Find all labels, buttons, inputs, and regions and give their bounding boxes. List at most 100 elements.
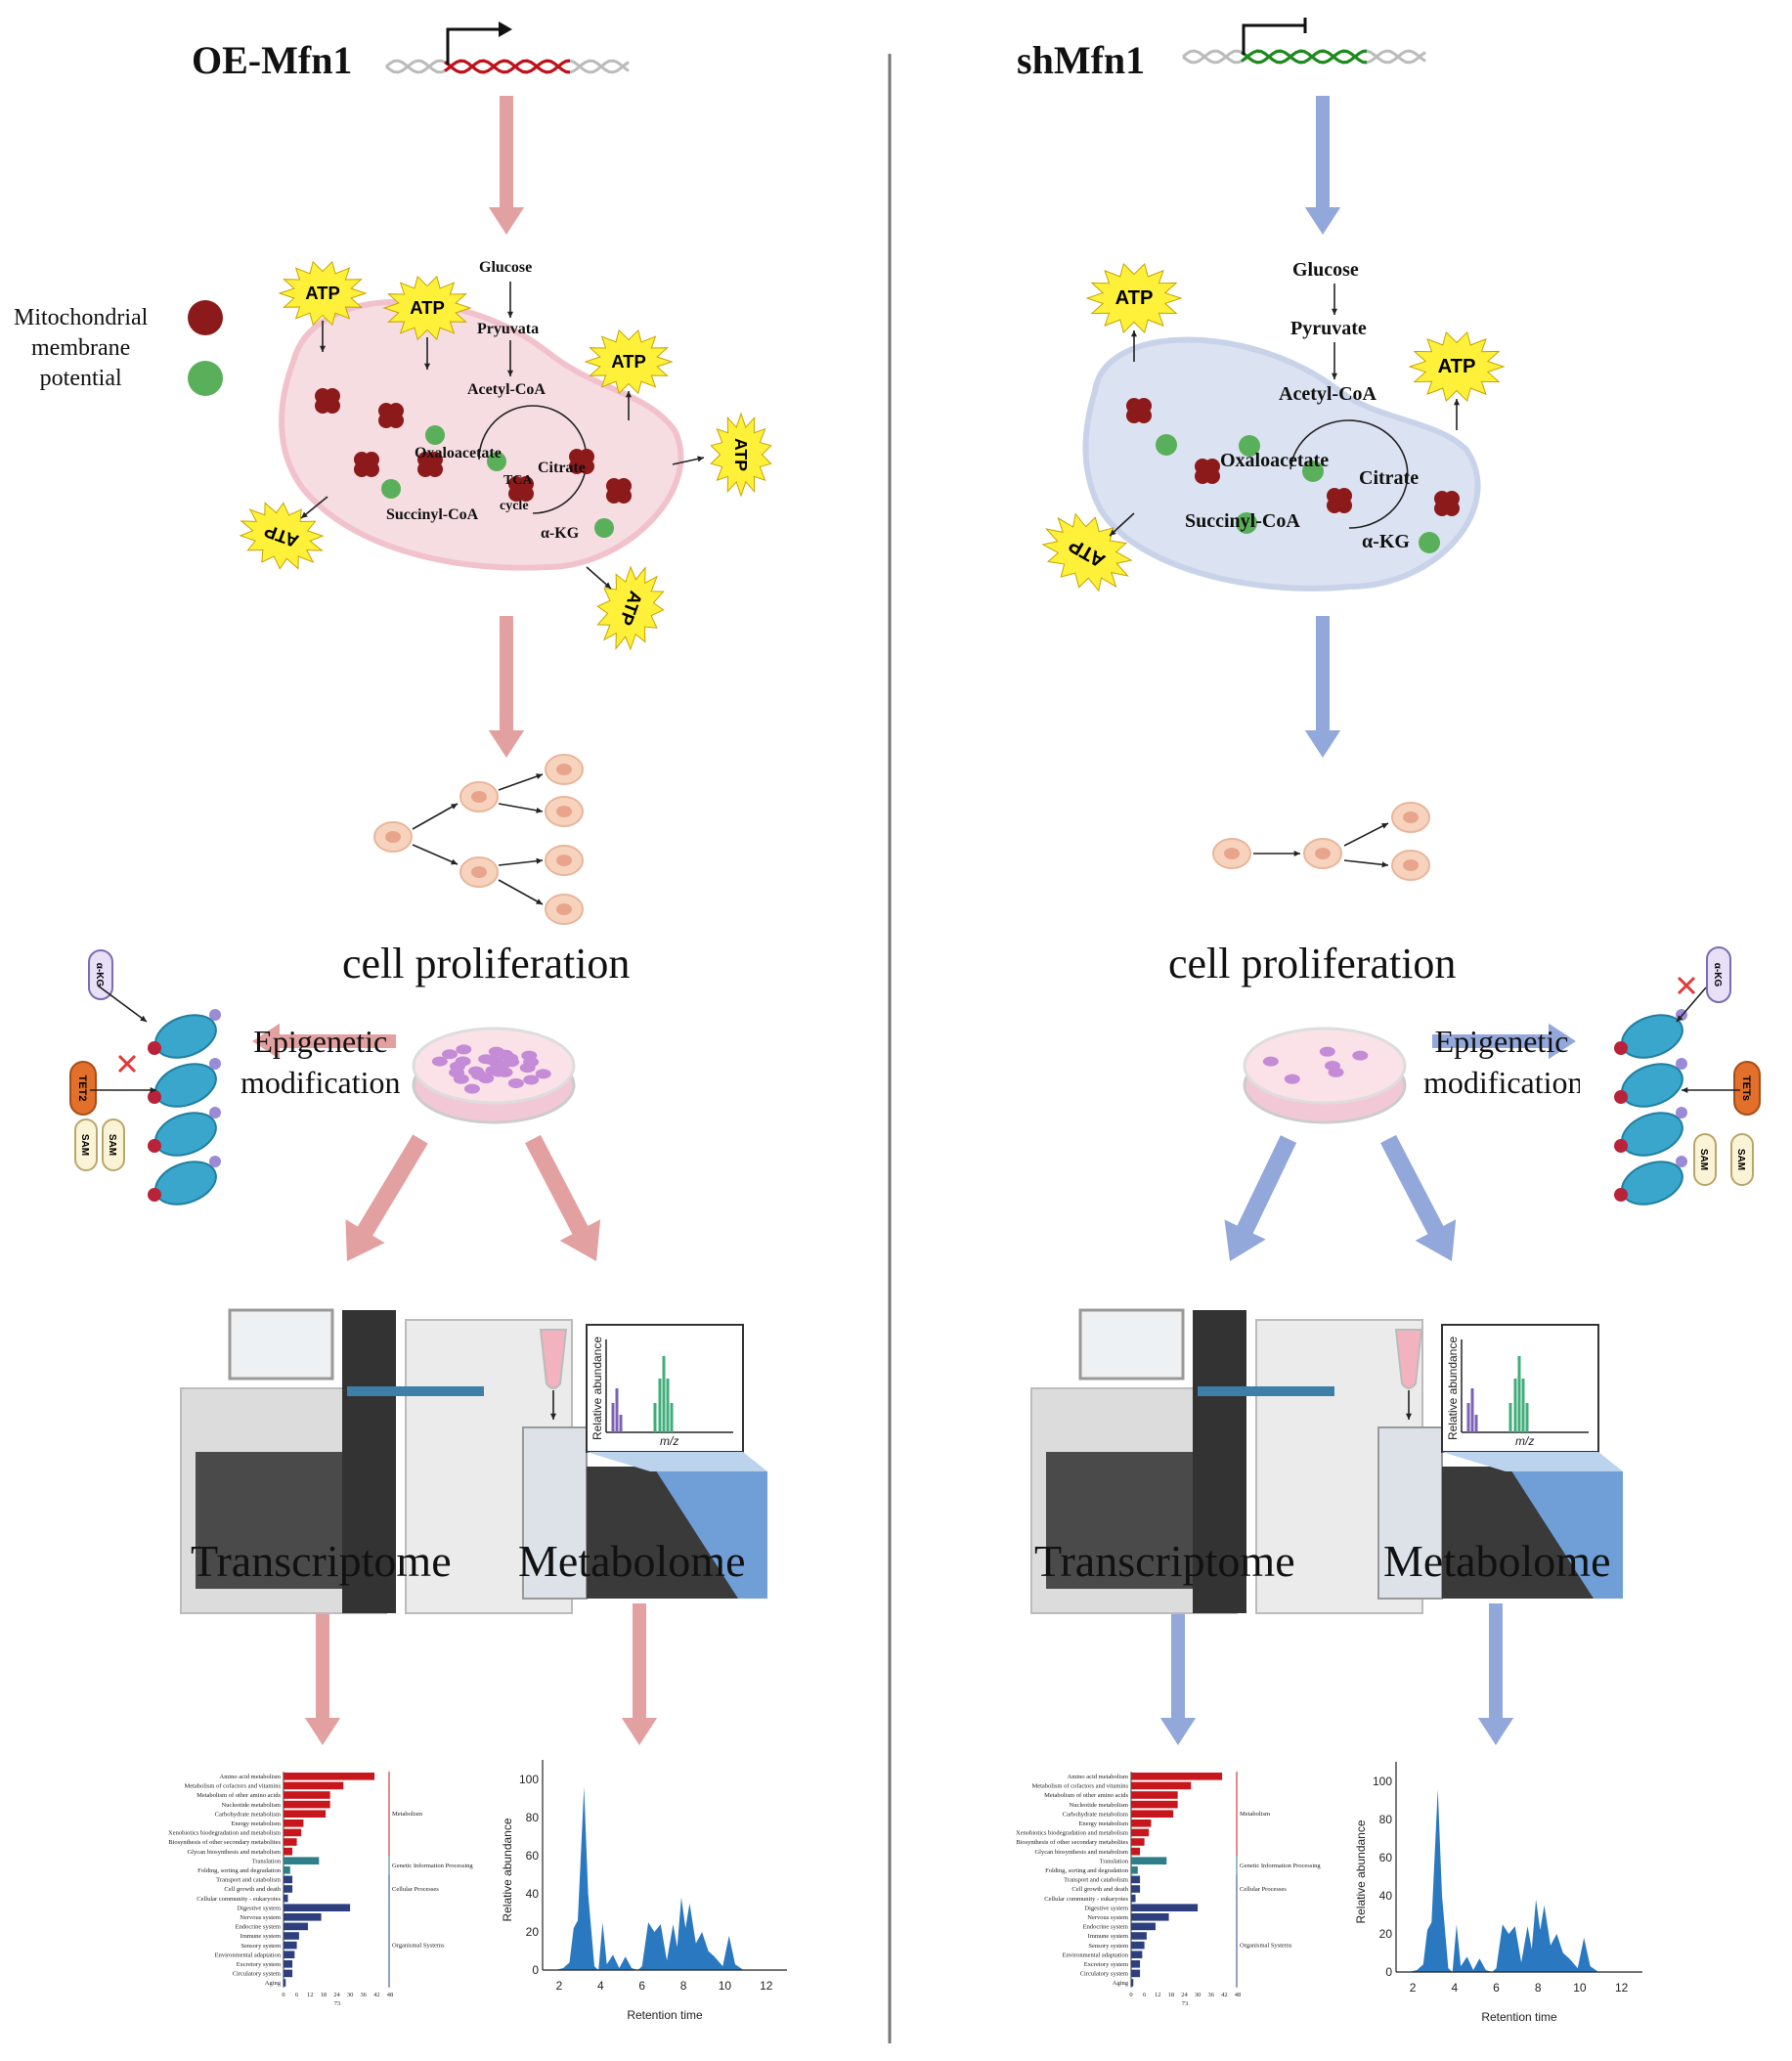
left-tet-enzyme-label: TET2 [76, 1075, 88, 1102]
right-glc-arrow-head [1331, 308, 1338, 315]
right-bar-chart-bar-3 [1131, 1800, 1178, 1809]
right-bar-chart-bar-6 [1131, 1828, 1150, 1837]
right-bar-chart-bar-8 [1131, 1847, 1141, 1856]
left-lcms-hplc [522, 1426, 588, 1600]
left-transcriptome-label: Transcriptome [191, 1536, 452, 1586]
right-bar-chart-cat-15: Nervous system [1087, 1914, 1128, 1921]
right-epi-line1: Epigenetic [1434, 1024, 1569, 1059]
left-red-cluster-4 [569, 449, 594, 474]
left-area-chart-xlabel: Retention time [627, 2008, 703, 2022]
left-atp-arrow-3-head [697, 456, 704, 462]
left-bar-chart-xtick-0: 0 [282, 1992, 284, 1998]
right-bar-chart-bar-21 [1131, 1969, 1141, 1978]
right-chromatin-mark [1676, 1107, 1687, 1118]
left-bar-chart-bar-9 [284, 1857, 320, 1864]
right-bar-chart-bar-16 [1131, 1922, 1156, 1931]
left-red-cluster-6 [508, 476, 534, 502]
left-atp-arrow-2-head [625, 391, 633, 398]
right-bar-chart-xtick-1: 6 [1143, 1992, 1147, 1998]
right-sequencer-front [1046, 1452, 1212, 1589]
right-sequencer-rail [1198, 1386, 1334, 1396]
left-succinyl-label: Succinyl-CoA [386, 506, 479, 523]
left-bar-chart-bar-12 [284, 1885, 293, 1893]
left-acetyl-label: Acetyl-CoA [467, 381, 546, 398]
left-petri-dish-colony [455, 1056, 471, 1067]
right-area-chart-xtick-5: 12 [1615, 1981, 1629, 1995]
left-arrow-2 [488, 616, 525, 758]
left-bar-chart-cat-18: Sensory system [240, 1943, 281, 1950]
legend-line1: Mitochondrial [14, 305, 149, 330]
left-sam-pill-1-label: SAM [79, 1134, 90, 1156]
left-bar-chart-bar-8 [284, 1847, 293, 1856]
right-atp-1-label: ATP [1438, 356, 1476, 377]
left-atp-1: ATP [382, 275, 472, 341]
left-bar-chart-group-3: Organismal Systems [392, 1943, 445, 1950]
right-bar-chart-cat-10: Folding, sorting and degradation [1045, 1867, 1129, 1874]
left-petri-dish-colony [535, 1069, 551, 1079]
right-petri-dish [1243, 1027, 1407, 1124]
right-area-chart-ytick-1: 20 [1379, 1927, 1393, 1941]
right-bar-chart-cat-18: Sensory system [1088, 1943, 1128, 1950]
left-atp-3-burst [710, 412, 772, 498]
left-pyruvate-label: Pryuvata [477, 321, 540, 337]
left-akg-label: α-KG [541, 525, 580, 542]
left-chromatin-mark [209, 1009, 221, 1021]
right-bar-chart-bar-13 [1131, 1894, 1136, 1903]
left-arrow-trans [345, 1134, 428, 1261]
left-bar-chart-xtick-5: 30 [347, 1992, 354, 1998]
left-bar-chart-cat-14: Digestive system [237, 1905, 281, 1911]
left-bar-chart-bar-13 [284, 1894, 288, 1903]
left-epigenetic-label: Epigenetic modification [240, 1022, 401, 1103]
left-bar-chart-bar-6 [284, 1828, 302, 1837]
left-cell-3-nucleus [556, 764, 572, 775]
left-chromatin-methyl [148, 1139, 161, 1153]
left-green-dot-0 [425, 425, 445, 445]
right-lcms-ms-accent [1506, 1462, 1623, 1599]
left-red-cluster-5 [606, 478, 632, 504]
right-lcms-ylabel: Relative abundance [1446, 1337, 1460, 1440]
right-bar-chart-bar-19 [1131, 1951, 1143, 1958]
left-pyr-arrow-head [506, 370, 514, 376]
right-sam-pill-1: SAM [1693, 1133, 1717, 1186]
right-bar-chart-group-3: Organismal Systems [1240, 1943, 1292, 1950]
left-div-2 [498, 773, 544, 791]
right-epi-line2: modification [1423, 1064, 1580, 1100]
left-cell-1 [459, 781, 499, 812]
right-area-chart-ylabel: Relative abundance [1354, 1820, 1368, 1923]
left-bar-chart-xtick-3: 18 [321, 1992, 328, 1998]
left-atp-3-label: ATP [731, 438, 751, 471]
left-lcms-ms-accent [650, 1462, 767, 1599]
right-sequencer-tower [1193, 1310, 1246, 1613]
left-bar-chart-cat-5: Energy metabolism [231, 1820, 281, 1827]
right-atp-1-burst [1408, 330, 1506, 403]
left-bar-chart-bar-1 [284, 1781, 344, 1790]
right-tet-enzyme-shape [1733, 1061, 1761, 1116]
right-bar-chart-bar-2 [1131, 1791, 1178, 1799]
right-bar-chart-cat-5: Energy metabolism [1078, 1820, 1128, 1827]
left-bar-chart-xlabel: 73 [334, 2000, 341, 2007]
left-bar-chart-xtick-1: 6 [295, 1992, 299, 1998]
right-akg-pill: α-KG [1706, 946, 1731, 1003]
left-petri-dish-colony [456, 1044, 472, 1055]
right-atp-0-label: ATP [1115, 287, 1154, 309]
left-bar-chart-cat-10: Folding, sorting and degradation [197, 1867, 282, 1874]
left-atp-0: ATP [278, 260, 368, 327]
right-transcriptome-label: Transcriptome [1034, 1536, 1295, 1586]
left-bar-chart-cat-0: Amino acid metabolism [220, 1774, 281, 1780]
right-sequencer-screen [1087, 1317, 1176, 1372]
left-tet-arrow-head [150, 1086, 156, 1094]
left-title: OE-Mfn1 [192, 38, 353, 82]
right-red-cluster-2 [1327, 488, 1352, 513]
left-bar-chart-bar-10 [284, 1866, 290, 1874]
left-cell-0-nucleus [385, 831, 401, 843]
left-cell-4 [545, 796, 584, 827]
left-atp-1-burst [382, 275, 472, 341]
left-chromatin-methyl [148, 1188, 161, 1202]
right-bar-chart-bar-9 [1131, 1857, 1167, 1864]
left-red-cluster-0 [315, 388, 340, 414]
left-bar-chart-cat-3: Nucleotide metabolism [222, 1802, 281, 1809]
legend-green-dot [188, 361, 223, 396]
left-lcms-xlabel: m/z [660, 1434, 678, 1448]
right-oxaloacetate-label: Oxaloacetate [1220, 450, 1330, 471]
cycle-label: cycle [500, 499, 529, 513]
